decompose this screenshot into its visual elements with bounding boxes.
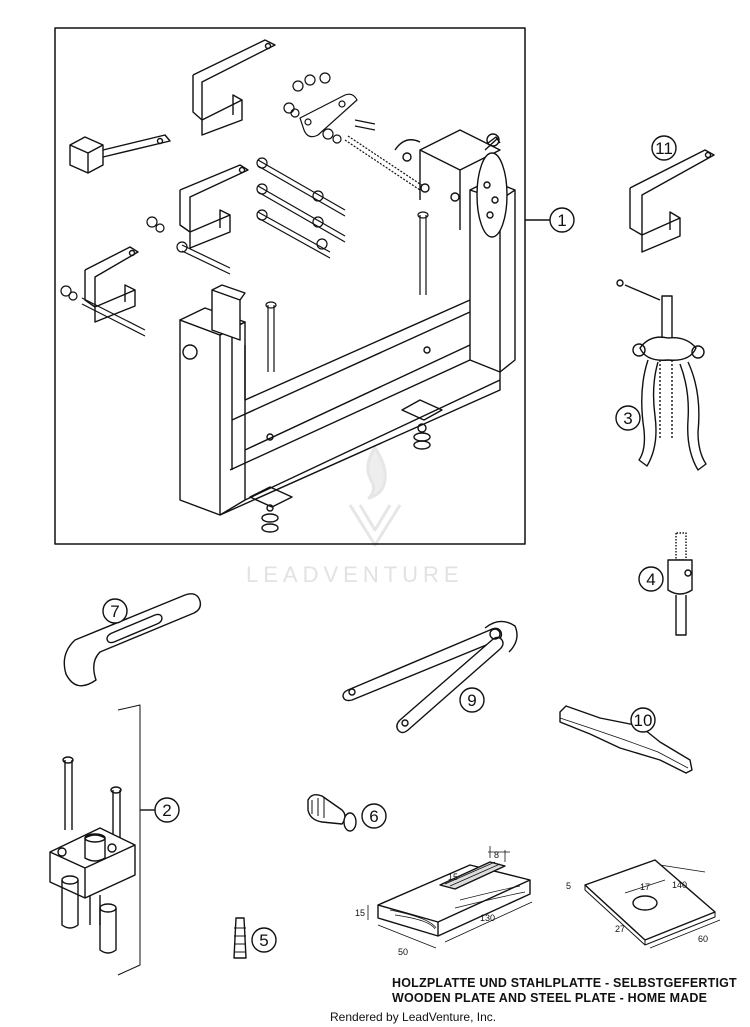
l-bracket-top [192,39,276,136]
steel-plate: 17 140 5 27 60 [566,859,721,949]
main-kit-frame [54,27,526,545]
l-bracket-low [84,246,139,323]
svg-text:3: 3 [623,409,632,428]
part-11-l-bracket: 11 [629,135,715,253]
l-bracket-mid [179,164,249,249]
wooden-plate: 8 15 15 130 50 [355,846,533,957]
svg-text:27: 27 [615,924,625,934]
svg-text:5: 5 [259,931,268,950]
footer-credit: Rendered by LeadVenture, Inc. [330,1010,497,1024]
part-6-adapter: 6 [307,793,387,832]
svg-text:8: 8 [494,850,499,860]
svg-text:1: 1 [557,211,566,230]
svg-text:15: 15 [355,908,365,918]
part-3-puller: 3 [615,279,707,471]
svg-text:2: 2 [162,801,171,820]
part-5-insert: 5 [233,917,277,959]
svg-text:60: 60 [698,934,708,944]
part-2-bearing-press: 2 [49,704,180,976]
svg-text:50: 50 [398,947,408,957]
caption-english: WOODEN PLATE AND STEEL PLATE - HOME MADE [392,991,708,1005]
svg-text:10: 10 [634,711,653,730]
watermark-logo [348,446,402,547]
svg-text:5: 5 [566,881,571,891]
svg-text:140: 140 [672,880,687,890]
svg-text:4: 4 [646,570,655,589]
part-9-pin-spanner: 9 [342,620,518,734]
svg-text:9: 9 [467,691,476,710]
square-block-arm [69,134,171,174]
svg-text:15: 15 [448,872,458,882]
stand-frame [179,129,516,516]
part-7-hook-wrench: 7 [63,593,202,687]
part-4-extractor: 4 [638,532,693,636]
svg-text:11: 11 [655,139,673,158]
bolts-and-nuts [60,72,429,372]
part-10-flat-lever: 10 [559,705,693,774]
stand-pads [249,399,443,533]
svg-text:6: 6 [369,807,378,826]
svg-text:7: 7 [110,602,119,621]
callout-1: 1 [525,207,575,233]
caption-german: HOLZPLATTE UND STAHLPLATTE - SELBSTGEFER… [392,976,737,990]
svg-text:130: 130 [480,913,495,923]
watermark-text: LEADVENTURE [246,562,464,587]
svg-text:17: 17 [640,882,650,892]
